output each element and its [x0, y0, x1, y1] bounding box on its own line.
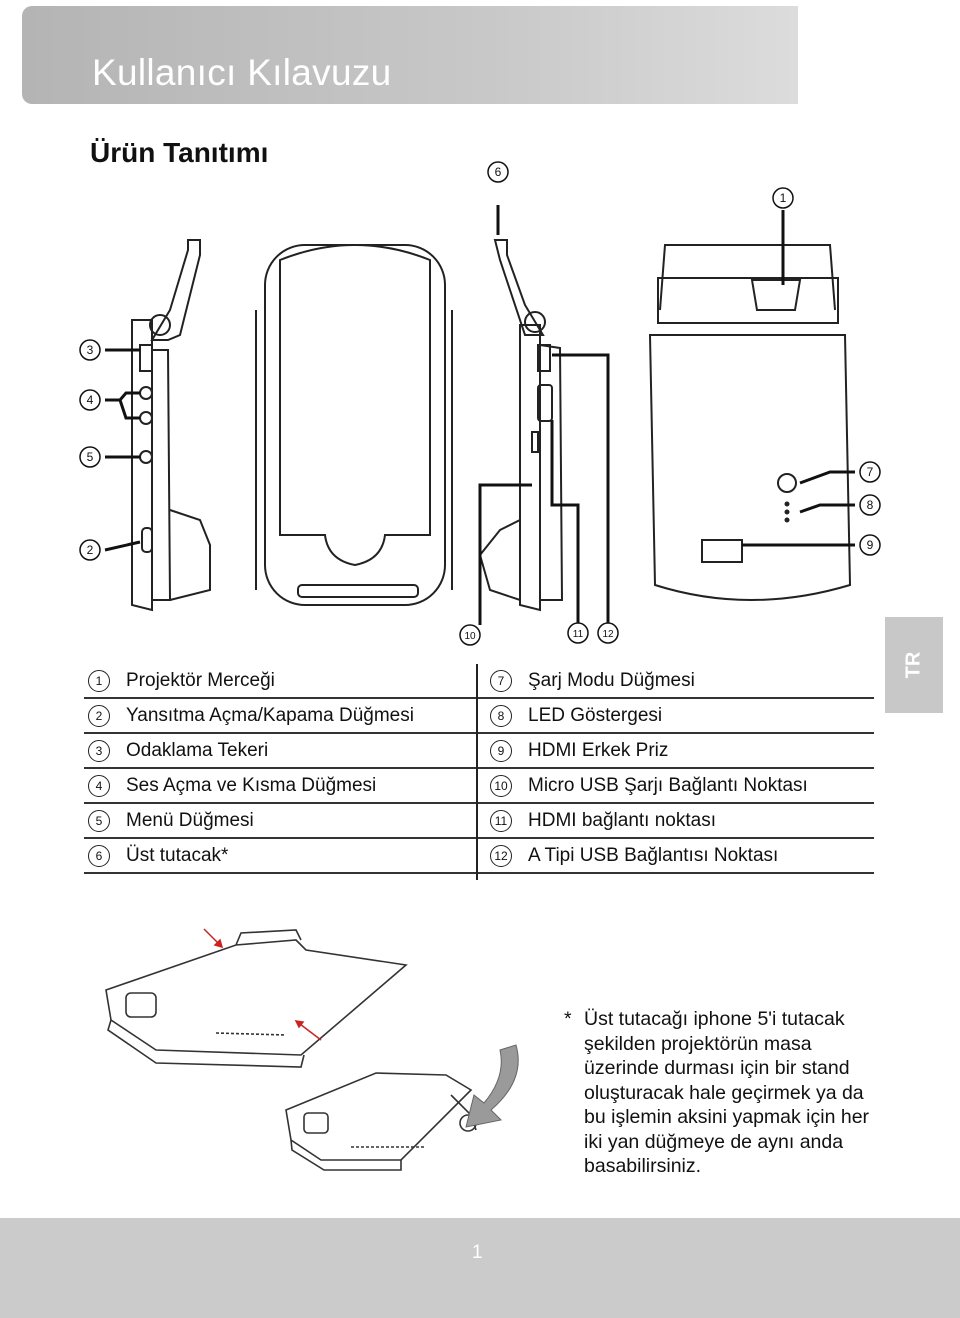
callout-7: 7 — [859, 461, 881, 483]
manual-title: Kullanıcı Kılavuzu — [92, 52, 392, 93]
callout-10: 10 — [459, 624, 481, 646]
callout-12: 12 — [597, 622, 619, 644]
svg-text:12: 12 — [602, 629, 614, 640]
part-number: 10 — [490, 774, 512, 797]
part-number: 3 — [88, 739, 110, 762]
part-row: 8 LED Göstergesi — [478, 699, 874, 734]
svg-text:11: 11 — [573, 629, 584, 640]
part-number: 9 — [490, 739, 512, 762]
footer-bar: 1 — [0, 1218, 960, 1318]
part-row: 11 HDMI bağlantı noktası — [478, 804, 874, 839]
section-title: Ürün Tanıtımı — [90, 137, 269, 168]
part-row: 7 Şarj Modu Düğmesi — [478, 664, 874, 699]
part-label: Üst tutacak* — [126, 844, 229, 866]
svg-text:4: 4 — [87, 393, 94, 407]
part-row: 1 Projektör Merceği — [84, 664, 476, 699]
part-label: Yansıtma Açma/Kapama Düğmesi — [126, 704, 414, 726]
svg-text:5: 5 — [87, 450, 94, 464]
parts-left-column: 1 Projektör Merceği 2 Yansıtma Açma/Kapama… — [84, 664, 478, 880]
part-label: Ses Açma ve Kısma Düğmesi — [126, 774, 377, 796]
callout-4: 4 — [79, 389, 101, 411]
handle-fold-illustration — [105, 928, 519, 1171]
part-row: 3 Odaklama Tekeri — [84, 734, 476, 769]
part-number: 7 — [490, 669, 512, 692]
svg-text:9: 9 — [867, 538, 874, 552]
handle-note: * Üst tutacağı iphone 5'i tutacak şekild… — [564, 1007, 884, 1179]
note-marker: * — [564, 1008, 572, 1030]
part-number: 12 — [490, 844, 512, 867]
part-row: 5 Menü Düğmesi — [84, 804, 476, 839]
svg-text:7: 7 — [867, 465, 874, 479]
part-number: 11 — [490, 809, 512, 832]
part-label: HDMI bağlantı noktası — [528, 809, 716, 831]
part-row: 6 Üst tutacak* — [84, 839, 476, 874]
part-label: Projektör Merceği — [126, 669, 275, 691]
product-diagram: 1 2 3 4 5 6 7 8 9 10 11 12 — [79, 161, 881, 646]
callout-9: 9 — [859, 534, 881, 556]
callout-6: 6 — [487, 161, 509, 183]
callout-3: 3 — [79, 339, 101, 361]
part-label: Micro USB Şarjı Bağlantı Noktası — [528, 774, 808, 796]
part-row: 12 A Tipi USB Bağlantısı Noktası — [478, 839, 874, 874]
svg-text:10: 10 — [464, 631, 476, 642]
note-text: Üst tutacağı iphone 5'i tutacak şekilden… — [584, 1008, 870, 1177]
parts-table: 1 Projektör Merceği 2 Yansıtma Açma/Kapama… — [84, 664, 874, 880]
part-row: 2 Yansıtma Açma/Kapama Düğmesi — [84, 699, 476, 734]
header-banner: Kullanıcı Kılavuzu — [22, 6, 798, 104]
part-number: 4 — [88, 774, 110, 797]
part-label: Odaklama Tekeri — [126, 739, 269, 761]
callout-11: 11 — [567, 622, 589, 644]
svg-text:8: 8 — [867, 498, 874, 512]
part-row: 10 Micro USB Şarjı Bağlantı Noktası — [478, 769, 874, 804]
part-number: 6 — [88, 844, 110, 867]
part-label: LED Göstergesi — [528, 704, 663, 726]
page-number: 1 — [472, 1242, 483, 1263]
part-label: Şarj Modu Düğmesi — [528, 669, 695, 691]
callout-8: 8 — [859, 494, 881, 516]
svg-text:6: 6 — [495, 165, 502, 179]
language-tab: TR — [885, 617, 943, 713]
part-label: HDMI Erkek Priz — [528, 739, 669, 761]
part-row: 4 Ses Açma ve Kısma Düğmesi — [84, 769, 476, 804]
part-number: 1 — [88, 669, 110, 692]
part-label: Menü Düğmesi — [126, 809, 254, 831]
svg-text:2: 2 — [87, 543, 94, 557]
part-number: 2 — [88, 704, 110, 727]
part-row: 9 HDMI Erkek Priz — [478, 734, 874, 769]
callout-1: 1 — [772, 187, 794, 209]
callout-5: 5 — [79, 446, 101, 468]
part-number: 8 — [490, 704, 512, 727]
part-label: A Tipi USB Bağlantısı Noktası — [528, 844, 779, 866]
svg-text:1: 1 — [780, 191, 787, 205]
callout-2: 2 — [79, 539, 101, 561]
svg-text:3: 3 — [87, 343, 94, 357]
part-number: 5 — [88, 809, 110, 832]
